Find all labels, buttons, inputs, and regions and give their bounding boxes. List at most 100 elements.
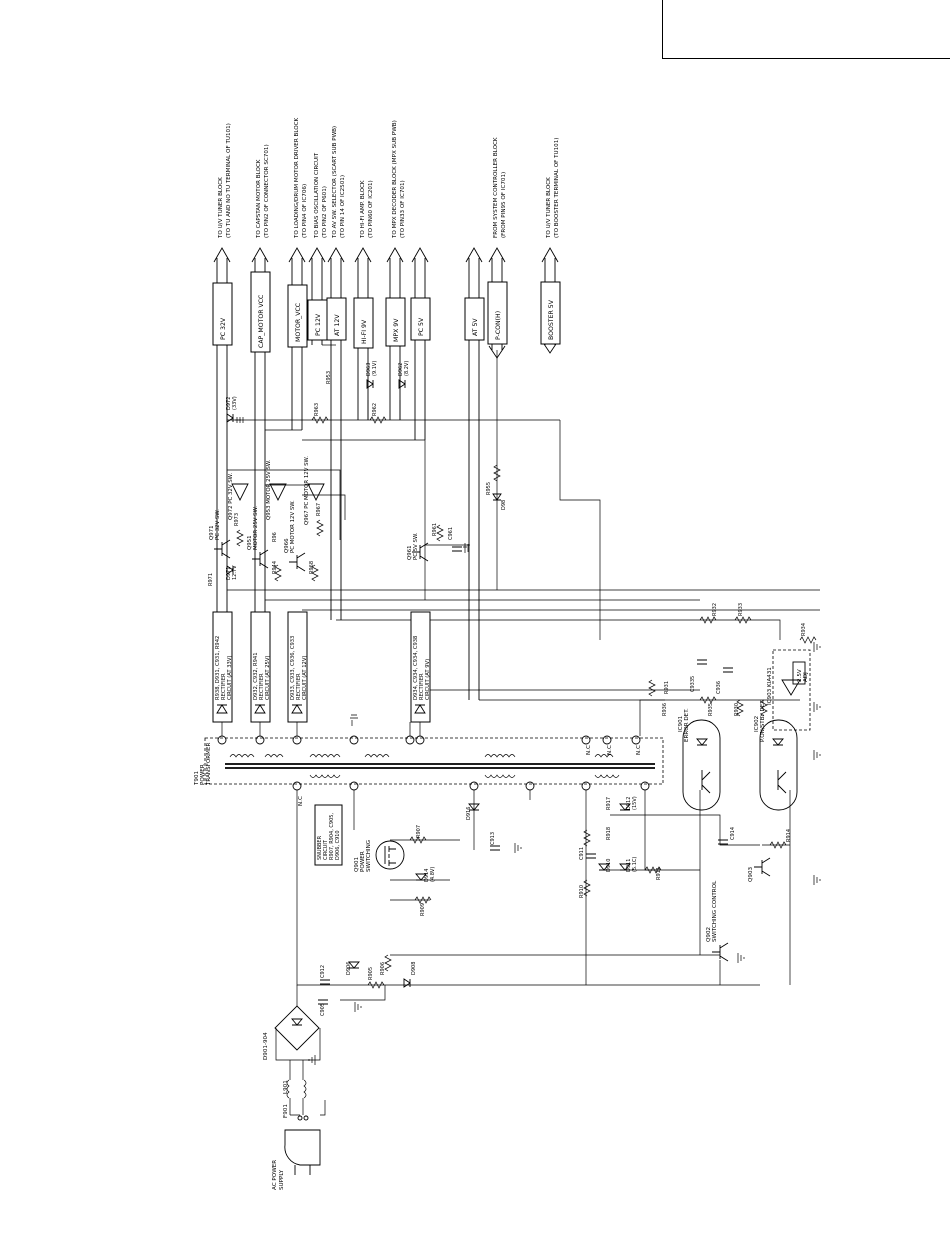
r932: R932 (712, 603, 718, 616)
opto-couplers (682, 649, 811, 811)
label-t901-1: T901 (194, 770, 200, 786)
rail-booster: BOOSTER 5V (548, 299, 555, 340)
r906: R906 (380, 962, 386, 975)
q966-ref: Q966 (284, 538, 290, 553)
dest-cap-2: (TO PIN2 OF CONNECTOR SC701) (264, 144, 270, 238)
rail-pc32v: PC 32V (220, 317, 227, 340)
dest-motor-2: (TO PIN4 OF IC706) (302, 184, 308, 238)
dest-bias-1: TO BIAS OSCILLATION CIRCUIT (314, 152, 320, 239)
r914: R914 (786, 829, 792, 842)
c914: C914 (730, 827, 736, 840)
title-block (662, 0, 950, 59)
d962-v: (8.2V) (404, 361, 410, 376)
dest-booster-1: TO U/V TUNER BLOCK (546, 177, 552, 239)
q971-title: PC 32V SW. (215, 509, 221, 540)
label-ic901-1: IC901 (678, 715, 684, 732)
c911: C911 (579, 847, 585, 860)
r973: R973 (234, 513, 240, 526)
rail-motorvcc: MOTOR_VCC (295, 303, 302, 342)
rect3-b: RECTIFIER (296, 673, 302, 700)
rect2-a: D932, C932, R941 (253, 652, 259, 700)
q966-title: PC MOTOR 12V SW. (290, 500, 296, 553)
output-buses (213, 247, 559, 700)
r934: R934 (801, 623, 807, 636)
d911: D911 (626, 859, 632, 872)
d963: D963 (366, 363, 372, 376)
label-ac-1: AC POWER (272, 1160, 278, 1190)
dest-sys-1: FROM SYSTEM CONTROLLER BLOCK (493, 137, 499, 238)
r944: R944 (272, 561, 278, 574)
rail-capmotor: CAP_MOTOR VCC (258, 295, 265, 348)
r96: R96 (272, 532, 278, 542)
bus-destinations: TO U/V TUNER BLOCK (TO TU AND NO TU TERM… (218, 117, 560, 239)
d971-v: 12.7V (232, 565, 238, 580)
d916: D916 (466, 807, 472, 820)
label-nc-1: N.C (298, 796, 304, 806)
regulator-wiring (227, 344, 820, 701)
snubber-1: SNUBBER (317, 835, 323, 860)
rect4-c: CIRCUIT (AT 9V) (425, 659, 431, 700)
bus-rail-names: PC 32V CAP_MOTOR VCC MOTOR_VCC PC 12V AT… (220, 295, 555, 348)
r935: R935 (708, 703, 714, 716)
label-ic903-v: 2.5V (797, 669, 803, 682)
rect1-c: CIRCUIT (AT 33V) (227, 656, 233, 700)
d971: D971 (226, 567, 232, 580)
r910: R910 (579, 885, 585, 898)
r905: R905 (368, 967, 374, 980)
bus-label-boxes (212, 271, 561, 353)
rect3-a: D933, C933, C936, C933 (290, 636, 296, 700)
d908: D908 (411, 962, 417, 975)
snubber-box (314, 804, 343, 866)
inv-3: Q967 PC MOTOR 12V SW. (304, 456, 310, 525)
r907: R907 (416, 825, 422, 838)
r955: R955 (486, 482, 492, 495)
dest-bias-2: (TO PIN2 OF P601) (322, 186, 328, 238)
label-ic903: IC903 KIA431 (767, 667, 773, 705)
r911: R911 (656, 867, 662, 880)
c936: C936 (716, 681, 722, 694)
label-fet-3: SWITCHING (366, 840, 372, 872)
d912: D912 (626, 797, 632, 810)
label-ic901-2: ERROR DET. (684, 708, 690, 742)
d914: D914 (424, 869, 430, 882)
ac-input (284, 1060, 326, 1175)
component-labels: AC POWER SUPPLY F901 L901 D901-904 T901 … (194, 667, 809, 1190)
d910: D910 (606, 859, 612, 872)
primary-resistors (367, 829, 787, 989)
label-nc-2: N.C (586, 745, 592, 755)
c913: C913 (490, 832, 496, 845)
dest-booster-2: (TO BOOSTER TERMINAL OF TU101) (554, 138, 560, 238)
r962: R962 (372, 403, 378, 416)
rail-pc5v: PC 5V (418, 317, 425, 336)
resistors (236, 416, 817, 717)
inverter-buffers (231, 483, 325, 502)
label-fuse: F901 (283, 1104, 289, 1118)
r961: R961 (432, 523, 438, 536)
c912: C912 (320, 965, 326, 978)
c905: C905 (320, 1003, 326, 1016)
rect3-c: CIRCUIT (AT 12V) (302, 656, 308, 700)
dest-motor-1: TO LOADING/DRUM MOTOR DRIVER BLOCK (294, 117, 300, 239)
r967: R967 (316, 503, 322, 516)
r917: R917 (606, 797, 612, 810)
dest-pc32v-2: (TO TU AND NO TU TERMINAL OF TU101) (226, 123, 232, 238)
q961-ref: Q961 (407, 545, 413, 560)
label-ic903-adj: ADJ (803, 672, 809, 682)
rect4-b: RECTIFIER (419, 673, 425, 700)
c9335: C9335 (690, 676, 696, 692)
rect4-a: D934, C934, C934, C938 (413, 636, 419, 700)
dest-sys-2: (FROM PIN95 OF IC701) (501, 172, 507, 238)
r953: R953 (326, 371, 332, 384)
rectifier-boxes (212, 611, 431, 723)
dest-hifi-2: (TO PIN60 OF IC201) (368, 180, 374, 238)
regulator-labels: Q971 PC 32V SW. Q951 MOTOR 25V SW. Q966 … (209, 456, 419, 560)
dest-av-2: (TO PIN 14 OF IC2501) (340, 175, 346, 238)
rail-pc12v: PC 12V (315, 313, 322, 336)
r936: R936 (662, 703, 668, 716)
rail-at5v: AT 5V (472, 318, 479, 336)
transistors (214, 539, 771, 962)
c961: C961 (448, 527, 454, 540)
label-nc-3: N.C (607, 745, 613, 755)
d906: D906 (346, 962, 352, 975)
